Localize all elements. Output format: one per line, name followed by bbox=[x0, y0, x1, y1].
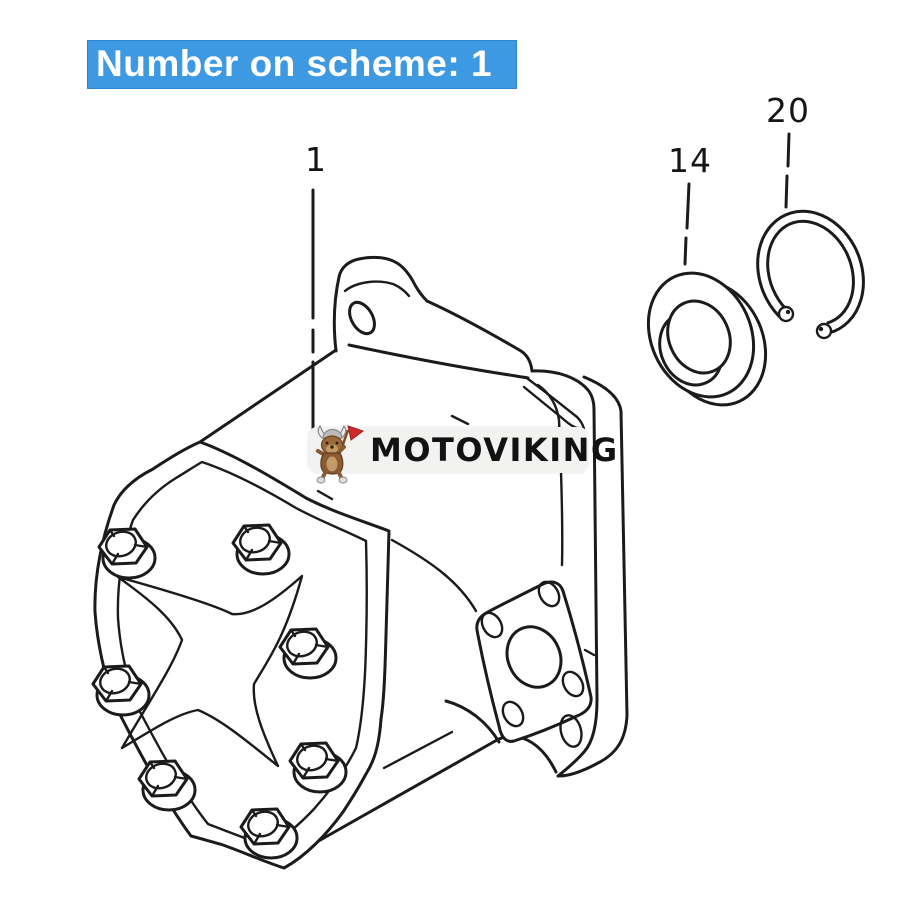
leader-line-20 bbox=[784, 132, 791, 209]
leader-line-14 bbox=[683, 182, 691, 266]
watermark-brand-text: MOTOVIKING bbox=[370, 431, 619, 469]
scheme-number-banner: Number on scheme: 1 bbox=[87, 40, 517, 89]
viking-dog-mascot-icon bbox=[316, 424, 365, 484]
callout-label-20: 20 bbox=[766, 91, 810, 130]
leader-lines bbox=[311, 132, 791, 433]
port-flange-drawing bbox=[475, 580, 593, 743]
snap-ring-drawing bbox=[756, 209, 865, 340]
front-cover-drawing bbox=[91, 440, 391, 870]
callout-label-1: 1 bbox=[305, 140, 326, 179]
callout-label-14: 14 bbox=[668, 141, 712, 180]
oil-seal-drawing bbox=[646, 271, 768, 407]
watermark-badge: MOTOVIKING bbox=[308, 424, 617, 484]
